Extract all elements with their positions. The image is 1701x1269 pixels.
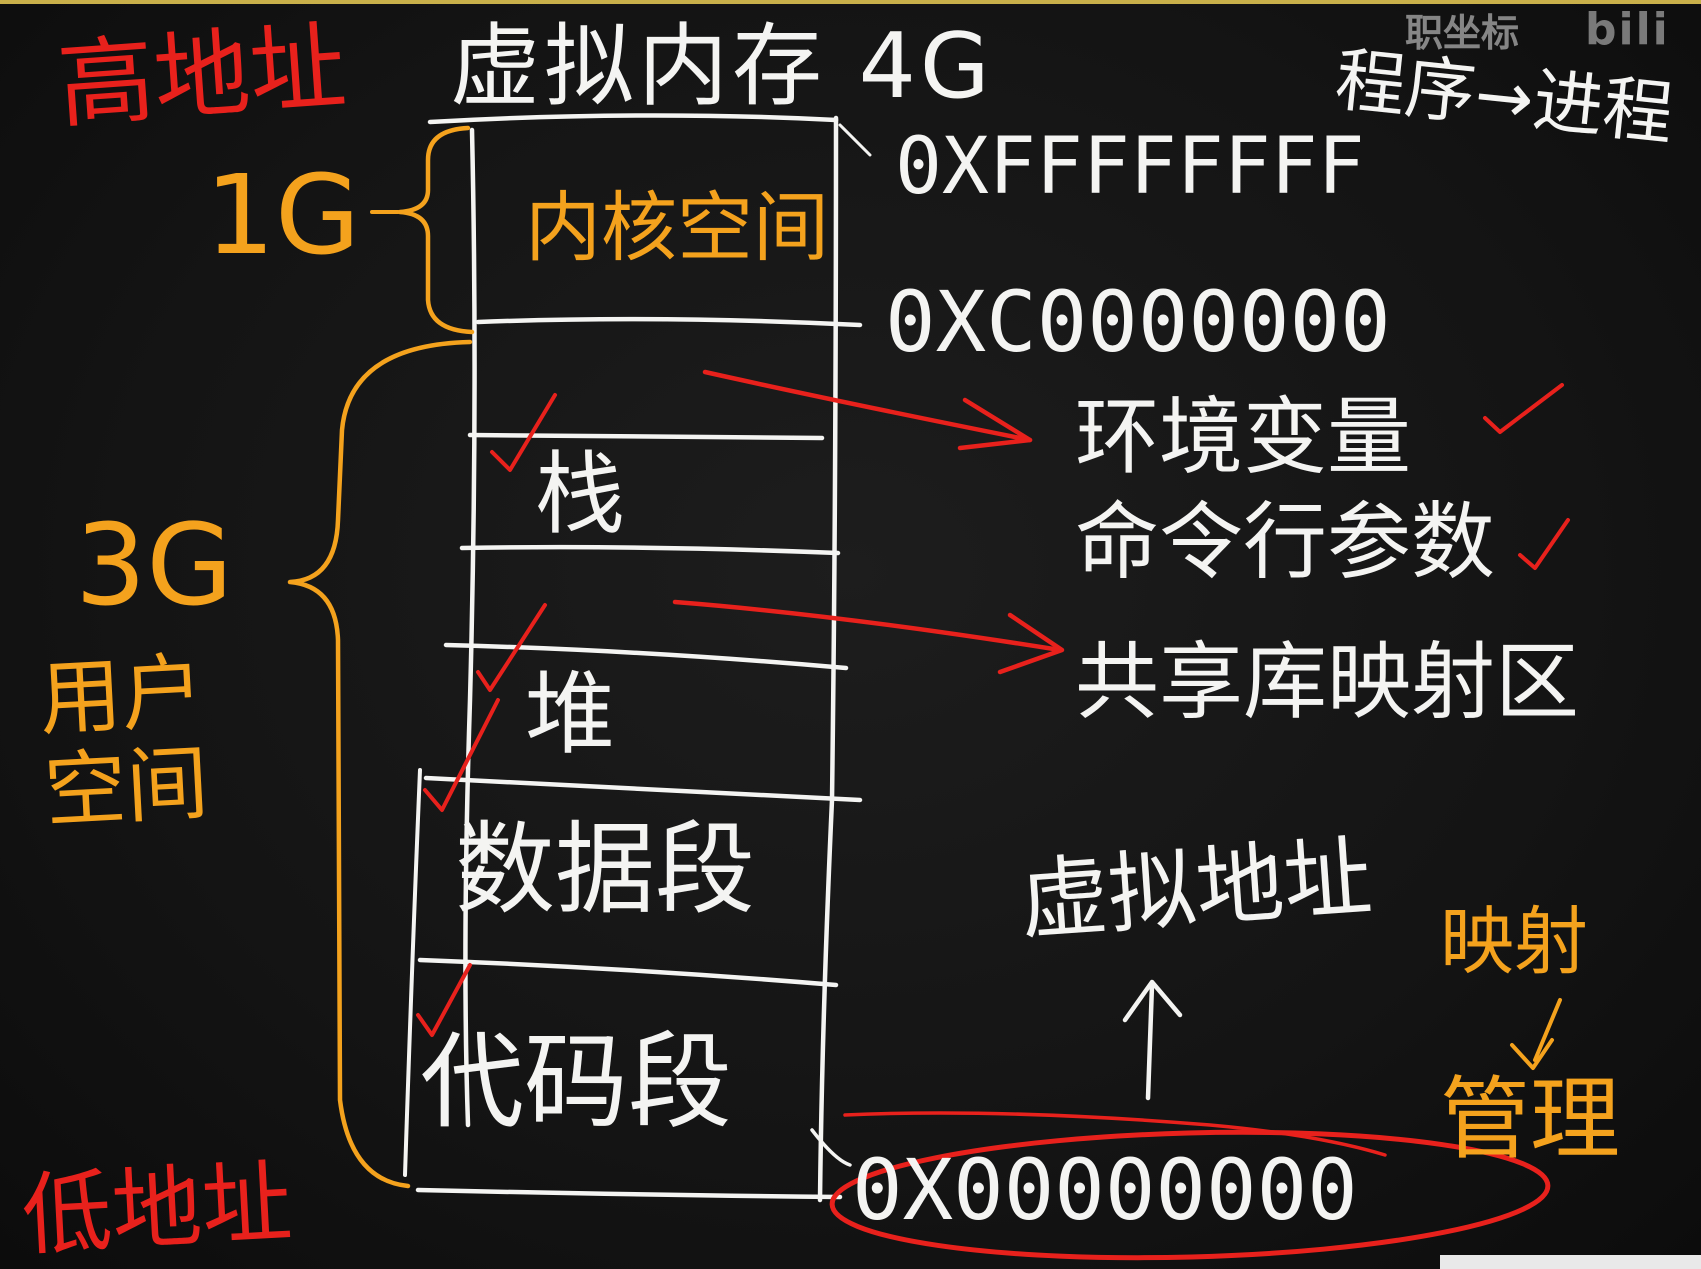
bottom-edge-patch <box>1440 1255 1701 1269</box>
user-space-brace <box>287 339 473 1189</box>
code-to-bottom-hex-tick <box>810 1128 852 1167</box>
top-address-hex: 0XFFFFFFFF <box>895 122 1365 212</box>
virtual-address-arrow <box>1145 982 1155 1101</box>
env-vars-check-icon <box>1483 383 1564 434</box>
memory-column-right-edge <box>817 115 839 1203</box>
stack-bottom-line <box>459 544 841 556</box>
shared-library-mapping-label: 共享库映射区 <box>1075 633 1580 731</box>
watermark-logo: bili <box>1585 4 1670 55</box>
user-space-size-label: 3G <box>75 501 234 631</box>
high-address-label: 高地址 <box>54 10 350 142</box>
low-address-label: 低地址 <box>19 1150 295 1269</box>
segment-stack: 栈 <box>535 442 625 547</box>
stack-top-line <box>467 432 825 441</box>
bottom-address-hex: 0X00000000 <box>852 1141 1358 1239</box>
heap-check-icon <box>476 603 547 692</box>
memory-column-bottom-line <box>415 1187 843 1200</box>
environment-variables-label: 环境变量 <box>1075 388 1412 486</box>
cmd-args-check-icon <box>1518 518 1570 570</box>
virtual-address-arrow-head-icon <box>1122 979 1183 1023</box>
kernel-size-label: 1G <box>205 151 361 279</box>
stack-arrow-head-icon <box>957 397 1033 451</box>
user-space-label: 用户空间 <box>37 644 211 840</box>
mapping-arrow <box>1533 998 1562 1062</box>
mapping-arrow-head-icon <box>1510 1038 1554 1070</box>
bottom-hex-highlight <box>829 1129 1551 1261</box>
heap-bottom-line <box>423 775 863 803</box>
heap-arrow-head-icon <box>997 612 1065 675</box>
heap-top-line <box>443 642 849 671</box>
command-line-args-label: 命令行参数 <box>1075 493 1496 591</box>
management-note: 管理 <box>1440 1067 1620 1172</box>
segment-code: 代码段 <box>420 1021 733 1143</box>
watermark-text: 职坐标 <box>1405 11 1520 55</box>
kernel-brace <box>397 125 475 335</box>
kernel-boundary-hex: 0XC0000000 <box>885 273 1391 371</box>
segment-heap: 堆 <box>525 662 615 767</box>
memory-column-inner-left-edge <box>403 768 422 1177</box>
heap-arrow <box>672 599 1063 653</box>
bottom-hex-highlight-tail <box>843 1111 1387 1157</box>
data-check-icon <box>423 698 500 812</box>
code-check-icon <box>416 963 472 1037</box>
mapping-note: 映射 <box>1440 899 1588 985</box>
top-hex-tick <box>838 123 872 157</box>
segment-kernel-space: 内核空间 <box>525 183 829 272</box>
memory-column-top-line <box>427 113 839 125</box>
data-bottom-line <box>417 957 839 988</box>
top-edge-strip <box>0 0 1701 4</box>
stack-arrow <box>702 369 1033 443</box>
memory-column-left-edge <box>463 127 477 1128</box>
virtual-address-label: 虚拟地址 <box>1016 824 1376 953</box>
kernel-boundary-line <box>475 316 863 328</box>
stack-check-icon <box>490 393 557 472</box>
virtual-memory-title: 虚拟内存 4G <box>450 14 994 119</box>
segment-data: 数据段 <box>455 811 755 928</box>
